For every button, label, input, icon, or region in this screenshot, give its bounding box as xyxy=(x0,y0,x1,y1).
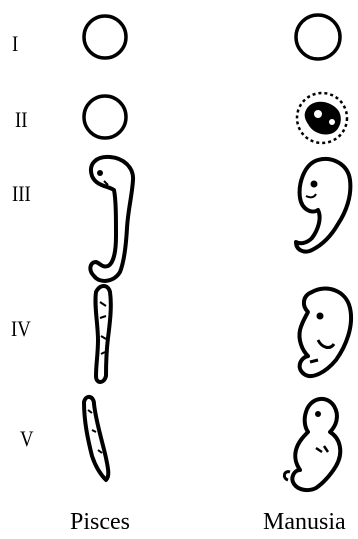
fish-stage-5-embryo xyxy=(84,397,108,480)
human-stage-4-embryo xyxy=(299,289,351,377)
human-stage-2-embryo xyxy=(297,93,347,143)
column-label-pisces: Pisces xyxy=(70,510,130,534)
human-stage-5-embryo xyxy=(284,399,340,490)
fish-stage-4-embryo xyxy=(95,286,110,382)
fish-stage-3-embryo xyxy=(90,157,133,281)
column-label-manusia: Manusia xyxy=(263,510,346,534)
human-stage-3-embryo xyxy=(296,159,350,252)
fish-stage-2-egg xyxy=(84,96,126,138)
fish-stage-1-egg xyxy=(84,16,126,58)
human-stage-1-egg xyxy=(296,15,340,59)
